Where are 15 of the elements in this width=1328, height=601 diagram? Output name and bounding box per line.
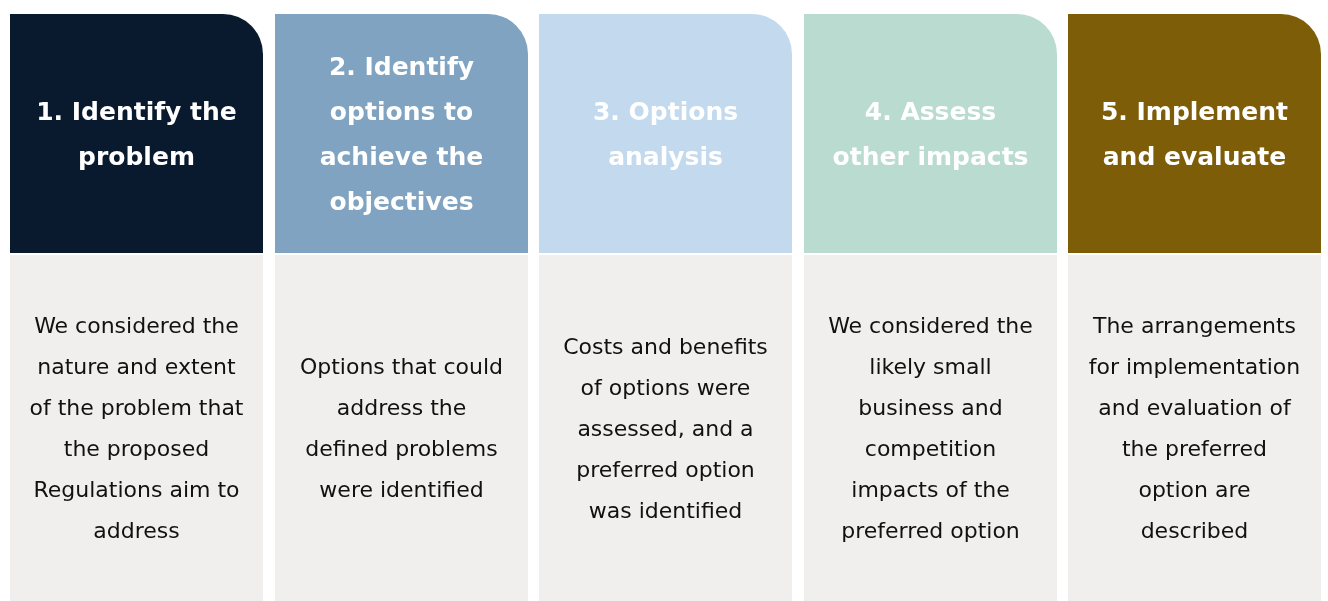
step-header-tab [804, 14, 1057, 253]
step-header-tab [1068, 14, 1321, 253]
step-description: The arrangements for implementation and evaluation of the preferred option are described [1087, 312, 1302, 545]
step-description: We considered the nature and extent of the problem that the proposed Regulations aim to address [28, 312, 245, 545]
step-title: 4. Assess other impacts [831, 95, 1030, 173]
step-title: 3. Options analysis [591, 95, 740, 173]
step-header-tab [10, 14, 263, 253]
step-title: 5. Implement and evaluate [1099, 95, 1290, 173]
step-title: 1. Identify the problem [35, 95, 238, 173]
step-title: 2. Identify options to achieve the objectives [318, 50, 485, 218]
step-header-tab [539, 14, 792, 253]
step-header-tab [275, 14, 528, 253]
step-description: Costs and benefits of options were assessed, and a preferred option was identified [562, 332, 769, 525]
step-description: We considered the likely small business and competition impacts of the preferred option [827, 312, 1034, 545]
step-description: Options that could address the defined problems were identified [298, 353, 505, 504]
